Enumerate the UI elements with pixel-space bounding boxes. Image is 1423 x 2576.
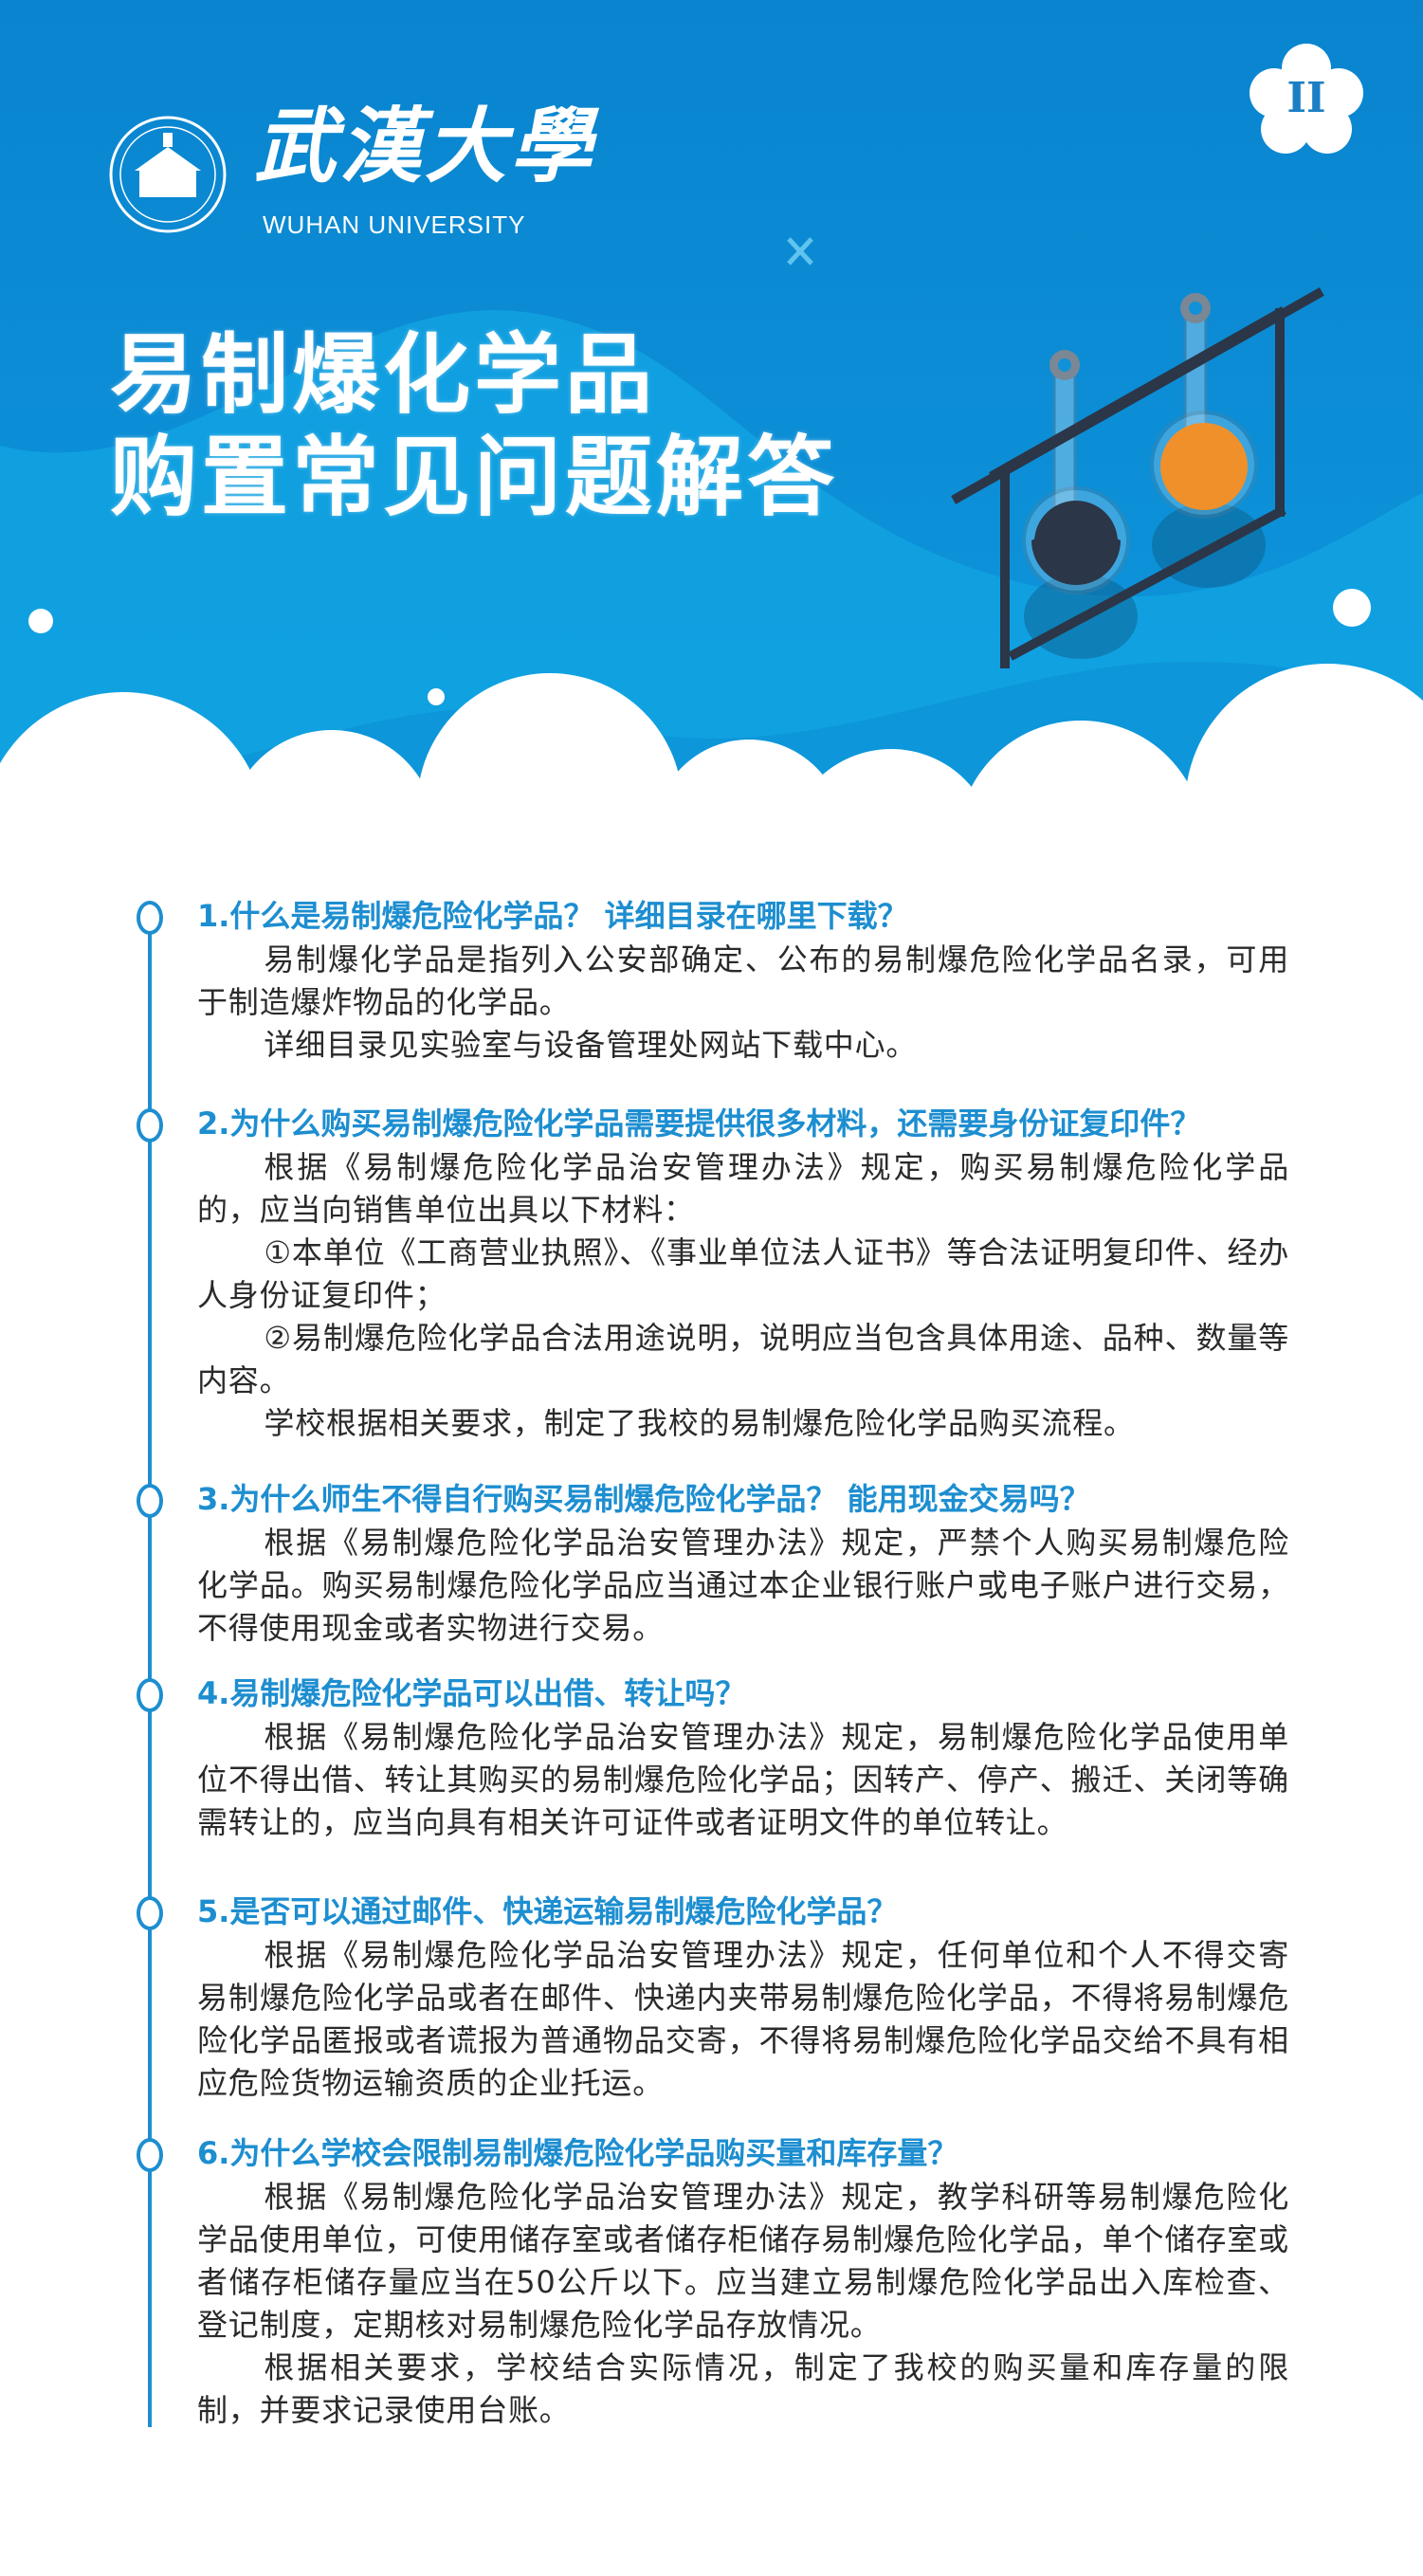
question-heading: 6.为什么学校会限制易制爆危险化学品购买量和库存量？ xyxy=(197,2135,958,2171)
flask-rack-illustration xyxy=(951,287,1324,668)
cloud-shape xyxy=(0,589,1423,834)
timeline-dot-icon xyxy=(137,901,163,935)
qa-item: 6.为什么学校会限制易制爆危险化学品购买量和库存量？ 根据《易制爆危险化学品治安… xyxy=(137,2132,1289,2432)
answer-paragraph: 学校根据相关要求，制定了我校的易制爆危险化学品购买流程。 xyxy=(264,1405,1135,1441)
qa-item: 1.什么是易制爆危险化学品？ 详细目录在哪里下载？ 易制爆化学品是指列入公安部确… xyxy=(137,895,1289,1067)
qa-item: 3.为什么师生不得自行购买易制爆危险化学品？ 能用现金交易吗？ 根据《易制爆危险… xyxy=(137,1478,1289,1650)
header-background xyxy=(0,0,1423,834)
answer-paragraph: ②易制爆危险化学品合法用途说明，说明应当包含具体用途、品种、数量等内容。 xyxy=(197,1320,1289,1398)
page-title-line1: 易制爆化学品 xyxy=(110,324,657,426)
answer-paragraph: 详细目录见实验室与设备管理处网站下载中心。 xyxy=(264,1027,918,1063)
answer-paragraph: 根据《易制爆危险化学品治安管理办法》规定，严禁个人购买易制爆危险化学品。购买易制… xyxy=(197,1525,1289,1646)
answer-paragraph: 根据《易制爆危险化学品治安管理办法》规定，任何单位和个人不得交寄易制爆危险化学品… xyxy=(197,1937,1289,2101)
answer-paragraph: 根据《易制爆危险化学品治安管理办法》规定，教学科研等易制爆危险化学品使用单位，可… xyxy=(197,2179,1289,2343)
qa-item: 2.为什么购买易制爆危险化学品需要提供很多材料，还需要身份证复印件？ 根据《易制… xyxy=(137,1103,1289,1445)
answer-paragraph: 根据相关要求，学校结合实际情况，制定了我校的购买量和库存量的限制，并要求记录使用… xyxy=(197,2349,1289,2428)
answer-paragraph: 易制爆化学品是指列入公安部确定、公布的易制爆危险化学品名录，可用于制造爆炸物品的… xyxy=(197,941,1289,1020)
timeline-line xyxy=(148,912,152,2427)
university-name-english: WUHAN UNIVERSITY xyxy=(263,210,526,239)
qa-item: 4.易制爆危险化学品可以出借、转让吗？ 根据《易制爆危险化学品治安管理办法》规定… xyxy=(137,1672,1289,1844)
university-seal-icon xyxy=(109,116,227,233)
timeline-dot-icon xyxy=(137,1108,163,1142)
timeline-dot-icon xyxy=(137,1896,163,1930)
x-mark-icon xyxy=(787,237,813,265)
section-badge: II xyxy=(1286,74,1326,122)
question-heading: 1.什么是易制爆危险化学品？ 详细目录在哪里下载？ xyxy=(197,898,908,934)
timeline-dot-icon xyxy=(137,1678,163,1712)
answer-paragraph: ①本单位《工商营业执照》、《事业单位法人证书》等合法证明复印件、经办人身份证复印… xyxy=(197,1234,1289,1313)
question-heading: 2.为什么购买易制爆危险化学品需要提供很多材料，还需要身份证复印件？ xyxy=(197,1105,1201,1142)
answer-paragraph: 根据《易制爆危险化学品治安管理办法》规定，易制爆危险化学品使用单位不得出借、转让… xyxy=(197,1719,1289,1840)
flower-badge-icon xyxy=(1250,44,1363,154)
question-heading: 5.是否可以通过邮件、快递运输易制爆危险化学品？ xyxy=(197,1893,898,1929)
question-heading: 4.易制爆危险化学品可以出借、转让吗？ xyxy=(197,1675,746,1711)
university-logo-calligraphy: 武漢大學 xyxy=(254,99,595,194)
page-title-line2: 购置常见问题解答 xyxy=(110,427,839,528)
timeline-dot-icon xyxy=(137,1484,163,1518)
qa-item: 5.是否可以通过邮件、快递运输易制爆危险化学品？ 根据《易制爆危险化学品治安管理… xyxy=(137,1891,1289,2105)
answer-paragraph: 根据《易制爆危险化学品治安管理办法》规定，购买易制爆危险化学品的，应当向销售单位… xyxy=(197,1149,1289,1228)
timeline-dot-icon xyxy=(137,2138,163,2172)
header-banner: 武漢大學 WUHAN UNIVERSITY II 易制爆化学品 购置常见问题解答 xyxy=(0,0,1423,834)
question-heading: 3.为什么师生不得自行购买易制爆危险化学品？ 能用现金交易吗？ xyxy=(197,1481,1090,1517)
